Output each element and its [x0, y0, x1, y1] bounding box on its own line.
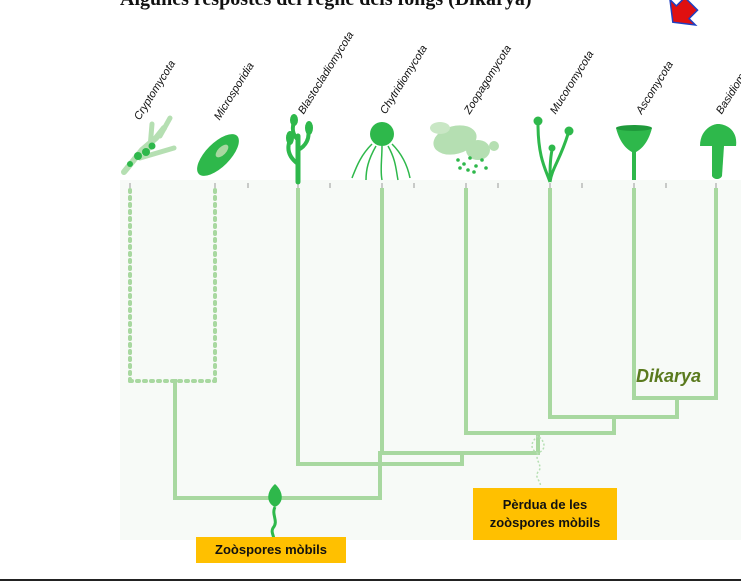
- dikarya-label: Dikarya: [636, 366, 702, 386]
- highlight-arrow-icon: [668, 0, 699, 27]
- cryptomycota-organism-icon: [121, 115, 177, 175]
- tick-marks: [129, 183, 717, 188]
- figure-title: Algunes respostes del regne dels fongs (…: [120, 0, 680, 12]
- ascomycota-cup-icon: [616, 125, 652, 180]
- zoopagomycota-organism-icon: [430, 122, 499, 174]
- blastocladiomycota-organism-icon: [286, 114, 313, 185]
- motile-spores-callout: Zoòspores mòbils: [196, 537, 346, 563]
- tree-background: [120, 180, 741, 540]
- mucoromycota-sporangiophore-icon: [533, 116, 574, 183]
- loss-of-motile-spores-callout: Pèrdua de les zoòspores mòbils: [473, 488, 617, 540]
- basidiomycota-mushroom-icon: [700, 124, 737, 179]
- bottom-rule: [0, 579, 741, 581]
- microsporidia-spore-icon: [197, 134, 239, 176]
- dotted-branches: [128, 188, 217, 383]
- ghost-zoospore-icon: [531, 435, 545, 487]
- tree-branches: [173, 188, 718, 500]
- chytridiomycota-sporangium-icon: [351, 122, 411, 181]
